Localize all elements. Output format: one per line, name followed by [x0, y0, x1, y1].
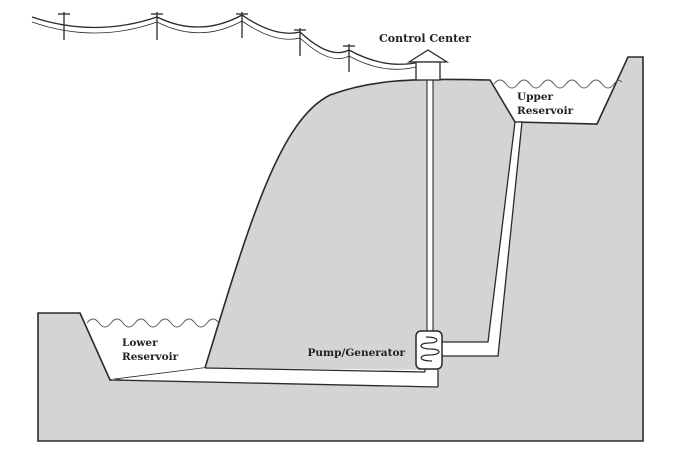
utility-pole-icon: [58, 12, 70, 40]
lower-reservoir-water: [86, 318, 220, 328]
house-icon: [406, 49, 450, 81]
lower-reservoir-label-line2: Reservoir: [122, 351, 179, 363]
utility-pole-icon: [151, 12, 163, 40]
control-center-label: Control Center: [379, 32, 471, 45]
coil-icon: [415, 330, 443, 370]
pump-generator-label: Pump/Generator: [308, 347, 406, 359]
upper-reservoir-water: [493, 79, 623, 89]
utility-pole-icon: [343, 44, 355, 72]
power-line: [31, 12, 421, 72]
upper-reservoir-label-line1: Upper: [517, 91, 554, 103]
upper-reservoir-label-line2: Reservoir: [517, 105, 574, 117]
utility-pole-icon: [236, 12, 248, 38]
utility-pole-icon: [294, 28, 306, 56]
lower-reservoir-label-line1: Lower: [122, 337, 158, 349]
